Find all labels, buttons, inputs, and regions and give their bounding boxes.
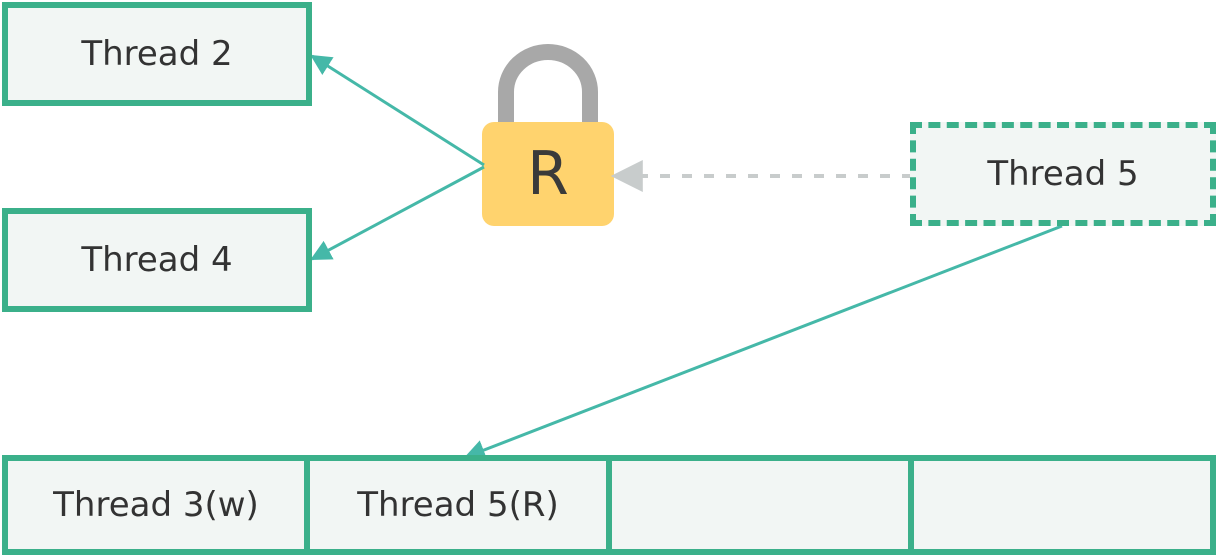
arrow-lock-to-thread4 bbox=[310, 165, 485, 261]
lock-label: R bbox=[527, 139, 569, 209]
queue-slot bbox=[606, 461, 908, 549]
thread2-box: Thread 2 bbox=[2, 2, 312, 106]
lock-body bbox=[482, 122, 614, 226]
arrow-lock-to-thread2 bbox=[310, 54, 485, 167]
queue-slot bbox=[908, 461, 1210, 549]
thread2-label: Thread 2 bbox=[81, 34, 233, 74]
arrow-thread5-to-queue bbox=[464, 224, 1063, 460]
thread4-box: Thread 4 bbox=[2, 208, 312, 312]
thread4-label: Thread 4 bbox=[81, 240, 233, 280]
wait-queue: Thread 3(w) Thread 5(R) bbox=[2, 455, 1216, 555]
thread5-label: Thread 5 bbox=[987, 154, 1139, 194]
queue-slot: Thread 5(R) bbox=[304, 461, 606, 549]
queue-slot: Thread 3(w) bbox=[53, 485, 259, 525]
lock-shackle bbox=[498, 44, 598, 124]
thread5-box: Thread 5 bbox=[910, 122, 1216, 226]
